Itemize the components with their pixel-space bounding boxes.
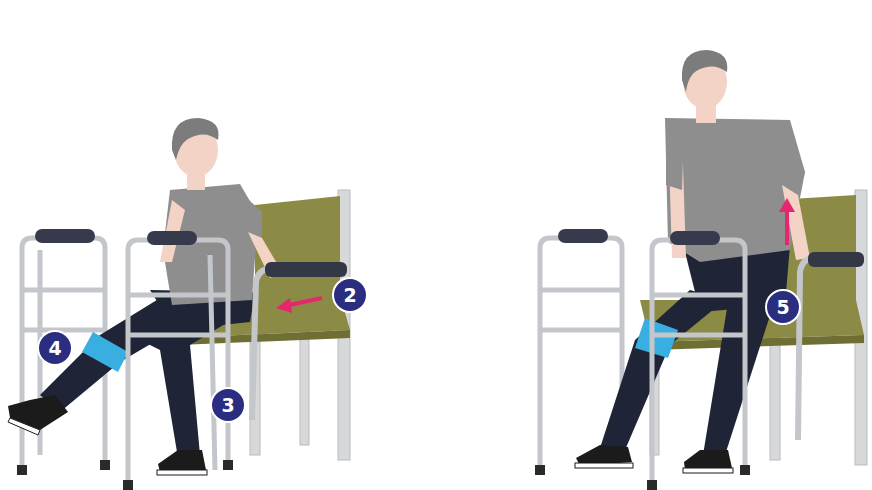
callout-number: 2 — [343, 286, 356, 305]
walker-grip — [35, 229, 95, 243]
arm — [782, 185, 810, 260]
callout-circle: 5 — [765, 289, 801, 325]
callout-number: 3 — [221, 396, 234, 415]
armrest — [265, 262, 347, 277]
sleeve — [666, 118, 684, 190]
walker-foot — [647, 480, 657, 490]
hair — [172, 118, 219, 160]
knee-brace — [82, 332, 128, 372]
walker-foot — [740, 465, 750, 475]
shoe-sole — [575, 463, 633, 468]
walker-foot — [17, 465, 27, 475]
pants-leg — [703, 290, 775, 455]
arrow-head — [276, 298, 292, 313]
walker-foot — [223, 460, 233, 470]
callout-number: 5 — [776, 298, 789, 317]
walker-foot — [535, 465, 545, 475]
shoe — [158, 450, 206, 472]
shoe-sole — [683, 468, 733, 473]
pants-leg — [600, 290, 725, 450]
walker — [652, 240, 745, 485]
shoe — [684, 450, 732, 470]
callout-circle: 4 — [37, 330, 73, 366]
walker-grip — [670, 231, 720, 245]
walker-grip — [558, 229, 608, 243]
pants-leg — [140, 305, 235, 458]
arrow-head — [779, 198, 795, 212]
armrest — [808, 252, 864, 267]
walker-foot — [100, 460, 110, 470]
hair — [682, 50, 727, 92]
motion-arrow — [785, 210, 789, 245]
chair-leg — [300, 325, 309, 445]
walker — [128, 240, 228, 485]
sleeve — [238, 190, 262, 240]
walker-grip — [147, 231, 197, 245]
callout-circle: 3 — [210, 387, 246, 423]
walker-foot — [123, 480, 133, 490]
armrest-frame — [252, 268, 275, 420]
shoe-sole — [8, 418, 40, 435]
callout-circle: 2 — [332, 277, 368, 313]
callout-number: 4 — [48, 339, 61, 358]
knee-brace — [635, 318, 678, 358]
armrest-frame — [798, 258, 815, 440]
shoe-sole — [157, 470, 207, 475]
chair-leg — [770, 330, 780, 460]
